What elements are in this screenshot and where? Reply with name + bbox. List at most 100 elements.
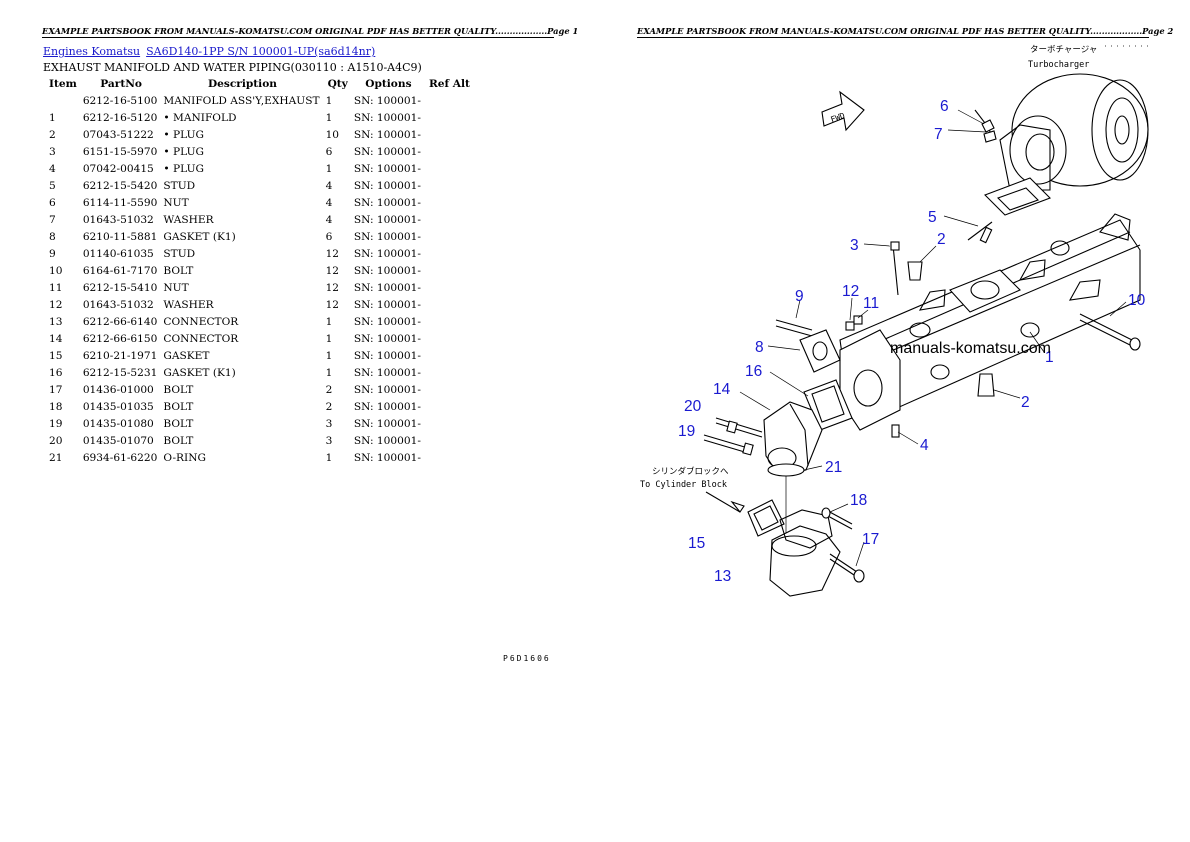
qty-cell: 1: [325, 366, 333, 379]
item-cell: 11: [49, 281, 63, 294]
options-cell: SN: 100001-: [353, 111, 421, 124]
callout-5: 5: [928, 209, 937, 226]
breadcrumb-link-engines[interactable]: Engines Komatsu: [43, 45, 141, 58]
plug-2-bottom: [977, 373, 995, 397]
partno-cell: 6212-16-5120: [82, 111, 158, 124]
bolt-17: [829, 553, 861, 575]
partno-cell: 07043-51222: [82, 128, 154, 141]
o-ring-21: [767, 463, 805, 477]
qty-cell: 6: [325, 230, 333, 243]
page-2-header: EXAMPLE PARTSBOOK FROM MANUALS-KOMATSU.C…: [637, 26, 1174, 38]
item-cell: 16: [49, 366, 63, 379]
description-cell: MANIFOLD ASS'Y,EXHAUST: [163, 94, 320, 107]
partno-cell: 6212-15-5410: [82, 281, 158, 294]
qty-cell: 1: [325, 94, 333, 107]
qty-cell: 4: [325, 213, 333, 226]
description-cell: BOLT: [163, 383, 194, 396]
qty-cell: 12: [325, 281, 340, 294]
partno-cell: 01643-51032: [82, 213, 154, 226]
breadcrumb: Engines Komatsu SA6D140-1PP S/N 100001-UP…: [43, 45, 375, 58]
page-1: EXAMPLE PARTSBOOK FROM MANUALS-KOMATSU.C…: [42, 26, 578, 38]
watermark: manuals-komatsu.com: [890, 340, 1051, 357]
qty-cell: 12: [325, 264, 340, 277]
description-cell: GASKET: [163, 349, 210, 362]
item-cell: 15: [49, 349, 63, 362]
item-cell: 9: [49, 247, 56, 260]
callout-12: 12: [842, 283, 859, 300]
description-cell: O-RING: [163, 451, 206, 464]
description-cell: BOLT: [163, 264, 194, 277]
callout-1: 1: [1045, 349, 1054, 366]
partno-cell: 6114-11-5590: [82, 196, 158, 209]
partno-cell: 01140-61035: [82, 247, 154, 260]
item-cell: 13: [49, 315, 63, 328]
options-cell: SN: 100001-: [353, 417, 421, 430]
callout-6: 6: [940, 98, 949, 115]
item-cell: 12: [49, 298, 63, 311]
partno-cell: 6212-15-5420: [82, 179, 158, 192]
options-cell: SN: 100001-: [353, 383, 421, 396]
partno-cell: 6164-61-7170: [82, 264, 158, 277]
partno-cell: 01435-01070: [82, 434, 154, 447]
turbocharger: [999, 73, 1149, 191]
description-cell: BOLT: [163, 400, 194, 413]
description-cell: STUD: [163, 247, 196, 260]
options-cell: SN: 100001-: [353, 349, 421, 362]
breadcrumb-link-model[interactable]: SA6D140-1PP S/N 100001-UP(sa6d14nr): [146, 45, 376, 58]
partno-cell: 6934-61-6220: [82, 451, 158, 464]
item-cell: 5: [49, 179, 56, 192]
callout-13: 13: [714, 568, 731, 585]
item-cell: 2: [49, 128, 56, 141]
callout-9: 9: [795, 288, 804, 305]
column-header-ref-alt: Ref Alt: [428, 78, 470, 90]
partno-cell: 6210-11-5881: [82, 230, 158, 243]
item-cell: 10: [49, 264, 63, 277]
partno-cell: 6212-66-6150: [82, 332, 158, 345]
fwd-arrow: FWD: [821, 90, 865, 132]
item-cell: 7: [49, 213, 56, 226]
stud-5: [967, 221, 993, 241]
description-cell: • MANIFOLD: [163, 111, 237, 124]
turbo-label-jp: ターボチャージャ: [1030, 45, 1097, 55]
description-cell: NUT: [163, 281, 189, 294]
description-cell: CONNECTOR: [163, 315, 239, 328]
callout-11: 11: [863, 295, 879, 312]
options-cell: SN: 100001-: [353, 230, 421, 243]
table-row: 11 6212-15-5410 NUT 12 SN: 100001-: [45, 279, 474, 296]
description-cell: WASHER: [163, 298, 214, 311]
partno-cell: 01643-51032: [82, 298, 154, 311]
item-cell: 6: [49, 196, 56, 209]
plug-4: [891, 424, 900, 438]
nut-11: [845, 321, 855, 331]
qty-cell: 2: [325, 383, 333, 396]
qty-cell: 1: [325, 315, 333, 328]
qty-cell: 12: [325, 298, 340, 311]
partno-cell: 01435-01035: [82, 400, 154, 413]
options-cell: SN: 100001-: [353, 213, 421, 226]
partno-cell: 6212-15-5231: [82, 366, 158, 379]
qty-cell: 1: [325, 111, 333, 124]
connector-13: [769, 509, 841, 597]
description-cell: BOLT: [163, 434, 194, 447]
options-cell: SN: 100001-: [353, 247, 421, 260]
figure-code: P6D1606: [503, 654, 551, 663]
washer-12: [853, 315, 863, 325]
options-cell: SN: 100001-: [353, 281, 421, 294]
options-cell: SN: 100001-: [353, 434, 421, 447]
partno-cell: 07042-00415: [82, 162, 154, 175]
callout-18: 18: [850, 492, 867, 509]
